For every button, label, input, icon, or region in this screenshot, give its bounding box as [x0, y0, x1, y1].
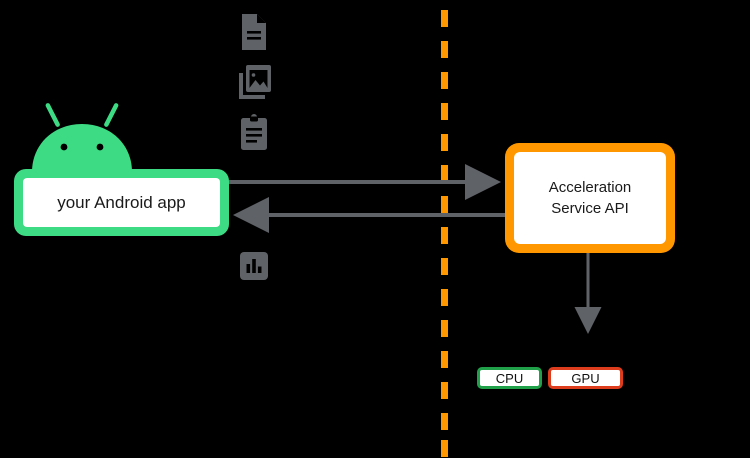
dashed-boundary-line [441, 0, 448, 458]
clipboard-icon [239, 114, 269, 150]
acceleration-service-api-box-inner: Acceleration Service API [514, 152, 666, 244]
cpu-chip[interactable]: CPU [477, 367, 542, 389]
gpu-chip[interactable]: GPU [548, 367, 623, 389]
document-icon [239, 14, 269, 50]
acceleration-service-api-box[interactable]: Acceleration Service API [505, 143, 675, 253]
bar-chart-icon [239, 251, 269, 281]
acceleration-service-api-label-line2: Service API [551, 200, 629, 217]
acceleration-service-api-label-line1: Acceleration [548, 179, 632, 196]
android-app-box[interactable]: your Android app [14, 169, 229, 236]
photo-library-icon [239, 65, 271, 101]
android-robot-icon [24, 100, 140, 172]
android-app-label: your Android app [57, 192, 186, 212]
android-app-box-inner: your Android app [23, 178, 220, 227]
